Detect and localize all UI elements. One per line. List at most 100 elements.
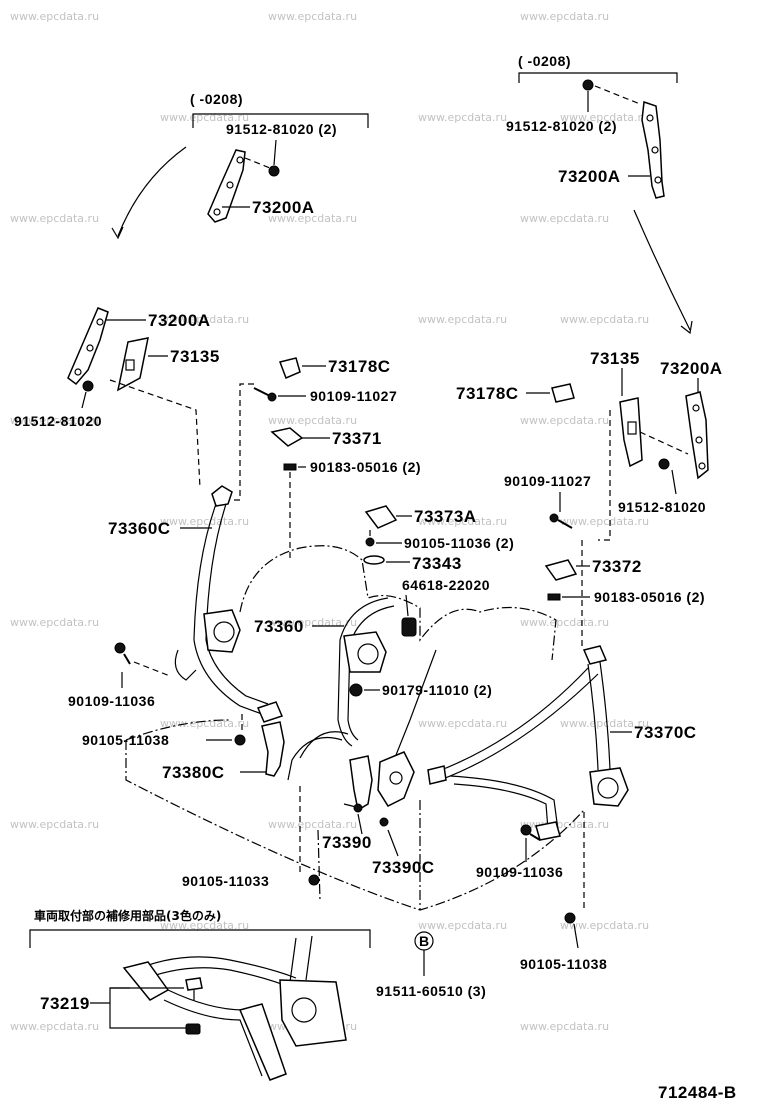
cover-73178C-right[interactable] [551,383,575,403]
label-73360[interactable]: 73360 [254,617,304,636]
cover-73135-right[interactable] [619,397,643,468]
bolt-91512-left-top[interactable] [268,139,280,177]
inset-repair-parts: 車両取付部の補修用部品(3色のみ) 73219 [29,908,371,1081]
spring-90183-05016-right[interactable] [547,593,561,601]
watermark-text: www.epcdata.ru [520,616,609,629]
label-90105-11033[interactable]: 90105-11033 [182,873,269,889]
bolt-90109-11027-left[interactable] [253,387,277,402]
label-64618-22020[interactable]: 64618-22020 [402,577,490,593]
anchor-plate-73200A-right-top[interactable] [641,100,665,199]
bolt-90105-11038-left[interactable] [234,734,246,746]
part-64618-22020[interactable] [401,617,417,637]
watermark-text: www.epcdata.ru [10,818,99,831]
label-73200A-left-top[interactable]: 73200A [252,198,315,217]
label-91511-60510[interactable]: 91511-60510 (3) [376,983,486,999]
label-73371[interactable]: 73371 [332,429,382,448]
watermark-text: www.epcdata.ru [520,212,609,225]
spring-90183-05016-left[interactable] [283,463,297,471]
ref-b-group: B 91511-60510 (3) [376,931,486,999]
bolt-91512-right-top[interactable] [582,79,594,112]
top-right-detail: ( -0208) 91512-81020 (2) 73200A [506,53,693,335]
part-73343[interactable] [363,555,385,565]
label-73178C-right[interactable]: 73178C [456,384,519,403]
watermark-text: www.epcdata.ru [10,414,99,427]
label-90183-05016-right[interactable]: 90183-05016 (2) [594,589,705,605]
bolt-90109-11036-right[interactable] [520,824,541,841]
bolt-91512-left[interactable] [81,380,94,409]
bolt-90109-11027-right[interactable] [549,513,573,529]
cover-73135-left[interactable] [116,337,149,392]
label-73178C-left[interactable]: 73178C [328,357,391,376]
part-73372[interactable] [544,559,578,581]
watermark-text: www.epcdata.ru [418,919,507,932]
label-73390C[interactable]: 73390C [372,858,435,877]
bolt-90179-11010[interactable] [349,683,363,697]
label-73200A-left[interactable]: 73200A [148,311,211,330]
label-73135-left[interactable]: 73135 [170,347,220,366]
ref-b-label: B [419,933,430,949]
buckle-73390[interactable] [343,755,373,813]
watermark-text: www.epcdata.ru [560,717,649,730]
right-upper-group: 73135 73200A 73178C 91512-81020 90109-11… [456,349,723,650]
buckle-73390C[interactable] [377,751,415,827]
right-belt-group: 73370C 90109-11036 90105-11038 [427,645,697,972]
watermark-text: www.epcdata.ru [418,717,507,730]
label-73372[interactable]: 73372 [592,557,642,576]
label-73200A-right-top[interactable]: 73200A [558,167,621,186]
label-73390[interactable]: 73390 [322,833,372,852]
watermark-text: www.epcdata.ru [268,818,357,831]
anchor-plate-73200A-left-top[interactable] [207,149,246,223]
note-jp: 車両取付部の補修用部品(3色のみ) [34,908,221,923]
left-upper-group: 73200A 73135 91512-81020 [14,307,220,489]
label-90105-11036[interactable]: 90105-11036 (2) [404,535,514,551]
label-90105-11038-left[interactable]: 90105-11038 [82,732,169,748]
center-upper-group: 73178C 90109-11027 73371 90183-05016 (2)… [212,357,514,637]
label-90109-11036-left[interactable]: 90109-11036 [68,693,155,709]
bracket-right [518,72,678,83]
seat-belt-73370C[interactable] [427,645,629,841]
bolt-90105-11033[interactable] [308,874,320,886]
label-90109-11036-right[interactable]: 90109-11036 [476,864,563,880]
watermark-text: www.epcdata.ru [160,919,249,932]
label-73343[interactable]: 73343 [412,554,462,573]
seat-belt-73360[interactable] [287,597,437,781]
date-range-right: ( -0208) [518,53,571,69]
bolt-90105-11036[interactable] [365,530,375,547]
label-73360C[interactable]: 73360C [108,519,171,538]
label-73373A[interactable]: 73373A [414,507,477,526]
watermark-text: www.epcdata.ru [520,1020,609,1033]
anchor-plate-73200A-right[interactable] [685,391,709,480]
bolt-91512-right[interactable] [658,458,670,470]
cover-73178C-left[interactable] [279,357,301,379]
part-73219-upper[interactable] [185,977,203,1000]
label-91512-81020-2-left-top[interactable]: 91512-81020 (2) [226,121,337,137]
cover-73373A[interactable] [364,505,398,529]
bolt-90109-11036-left[interactable] [114,642,131,665]
buckle-73380C[interactable] [261,721,285,777]
label-73135-right[interactable]: 73135 [590,349,640,368]
part-73219-lower[interactable] [185,1023,201,1035]
label-73200A-right[interactable]: 73200A [660,359,723,378]
label-73219[interactable]: 73219 [40,994,90,1013]
label-90109-11027-left[interactable]: 90109-11027 [310,388,397,404]
label-90109-11027-right[interactable]: 90109-11027 [504,473,591,489]
label-91512-81020-right[interactable]: 91512-81020 [618,499,706,515]
watermark-text: www.epcdata.ru [268,10,357,23]
diagram-id: 712484-B [658,1083,737,1102]
watermark-text: www.epcdata.ru [418,515,507,528]
label-90183-05016-left[interactable]: 90183-05016 (2) [310,459,421,475]
label-91512-81020-left[interactable]: 91512-81020 [14,413,102,429]
label-73380C[interactable]: 73380C [162,763,225,782]
label-91512-81020-2-right-top[interactable]: 91512-81020 (2) [506,118,617,134]
cover-73371[interactable] [270,427,304,447]
label-90105-11038-right[interactable]: 90105-11038 [520,956,607,972]
label-90179-11010[interactable]: 90179-11010 (2) [382,682,492,698]
seat-belt-73360C[interactable] [174,485,284,723]
bolt-90105-11038-right[interactable] [564,912,576,924]
arrow-head-left [111,226,124,240]
watermark-text: www.epcdata.ru [560,111,649,124]
label-73370C[interactable]: 73370C [634,723,697,742]
anchor-plate-73200A-left[interactable] [67,307,109,386]
date-range-left: ( -0208) [190,91,243,107]
